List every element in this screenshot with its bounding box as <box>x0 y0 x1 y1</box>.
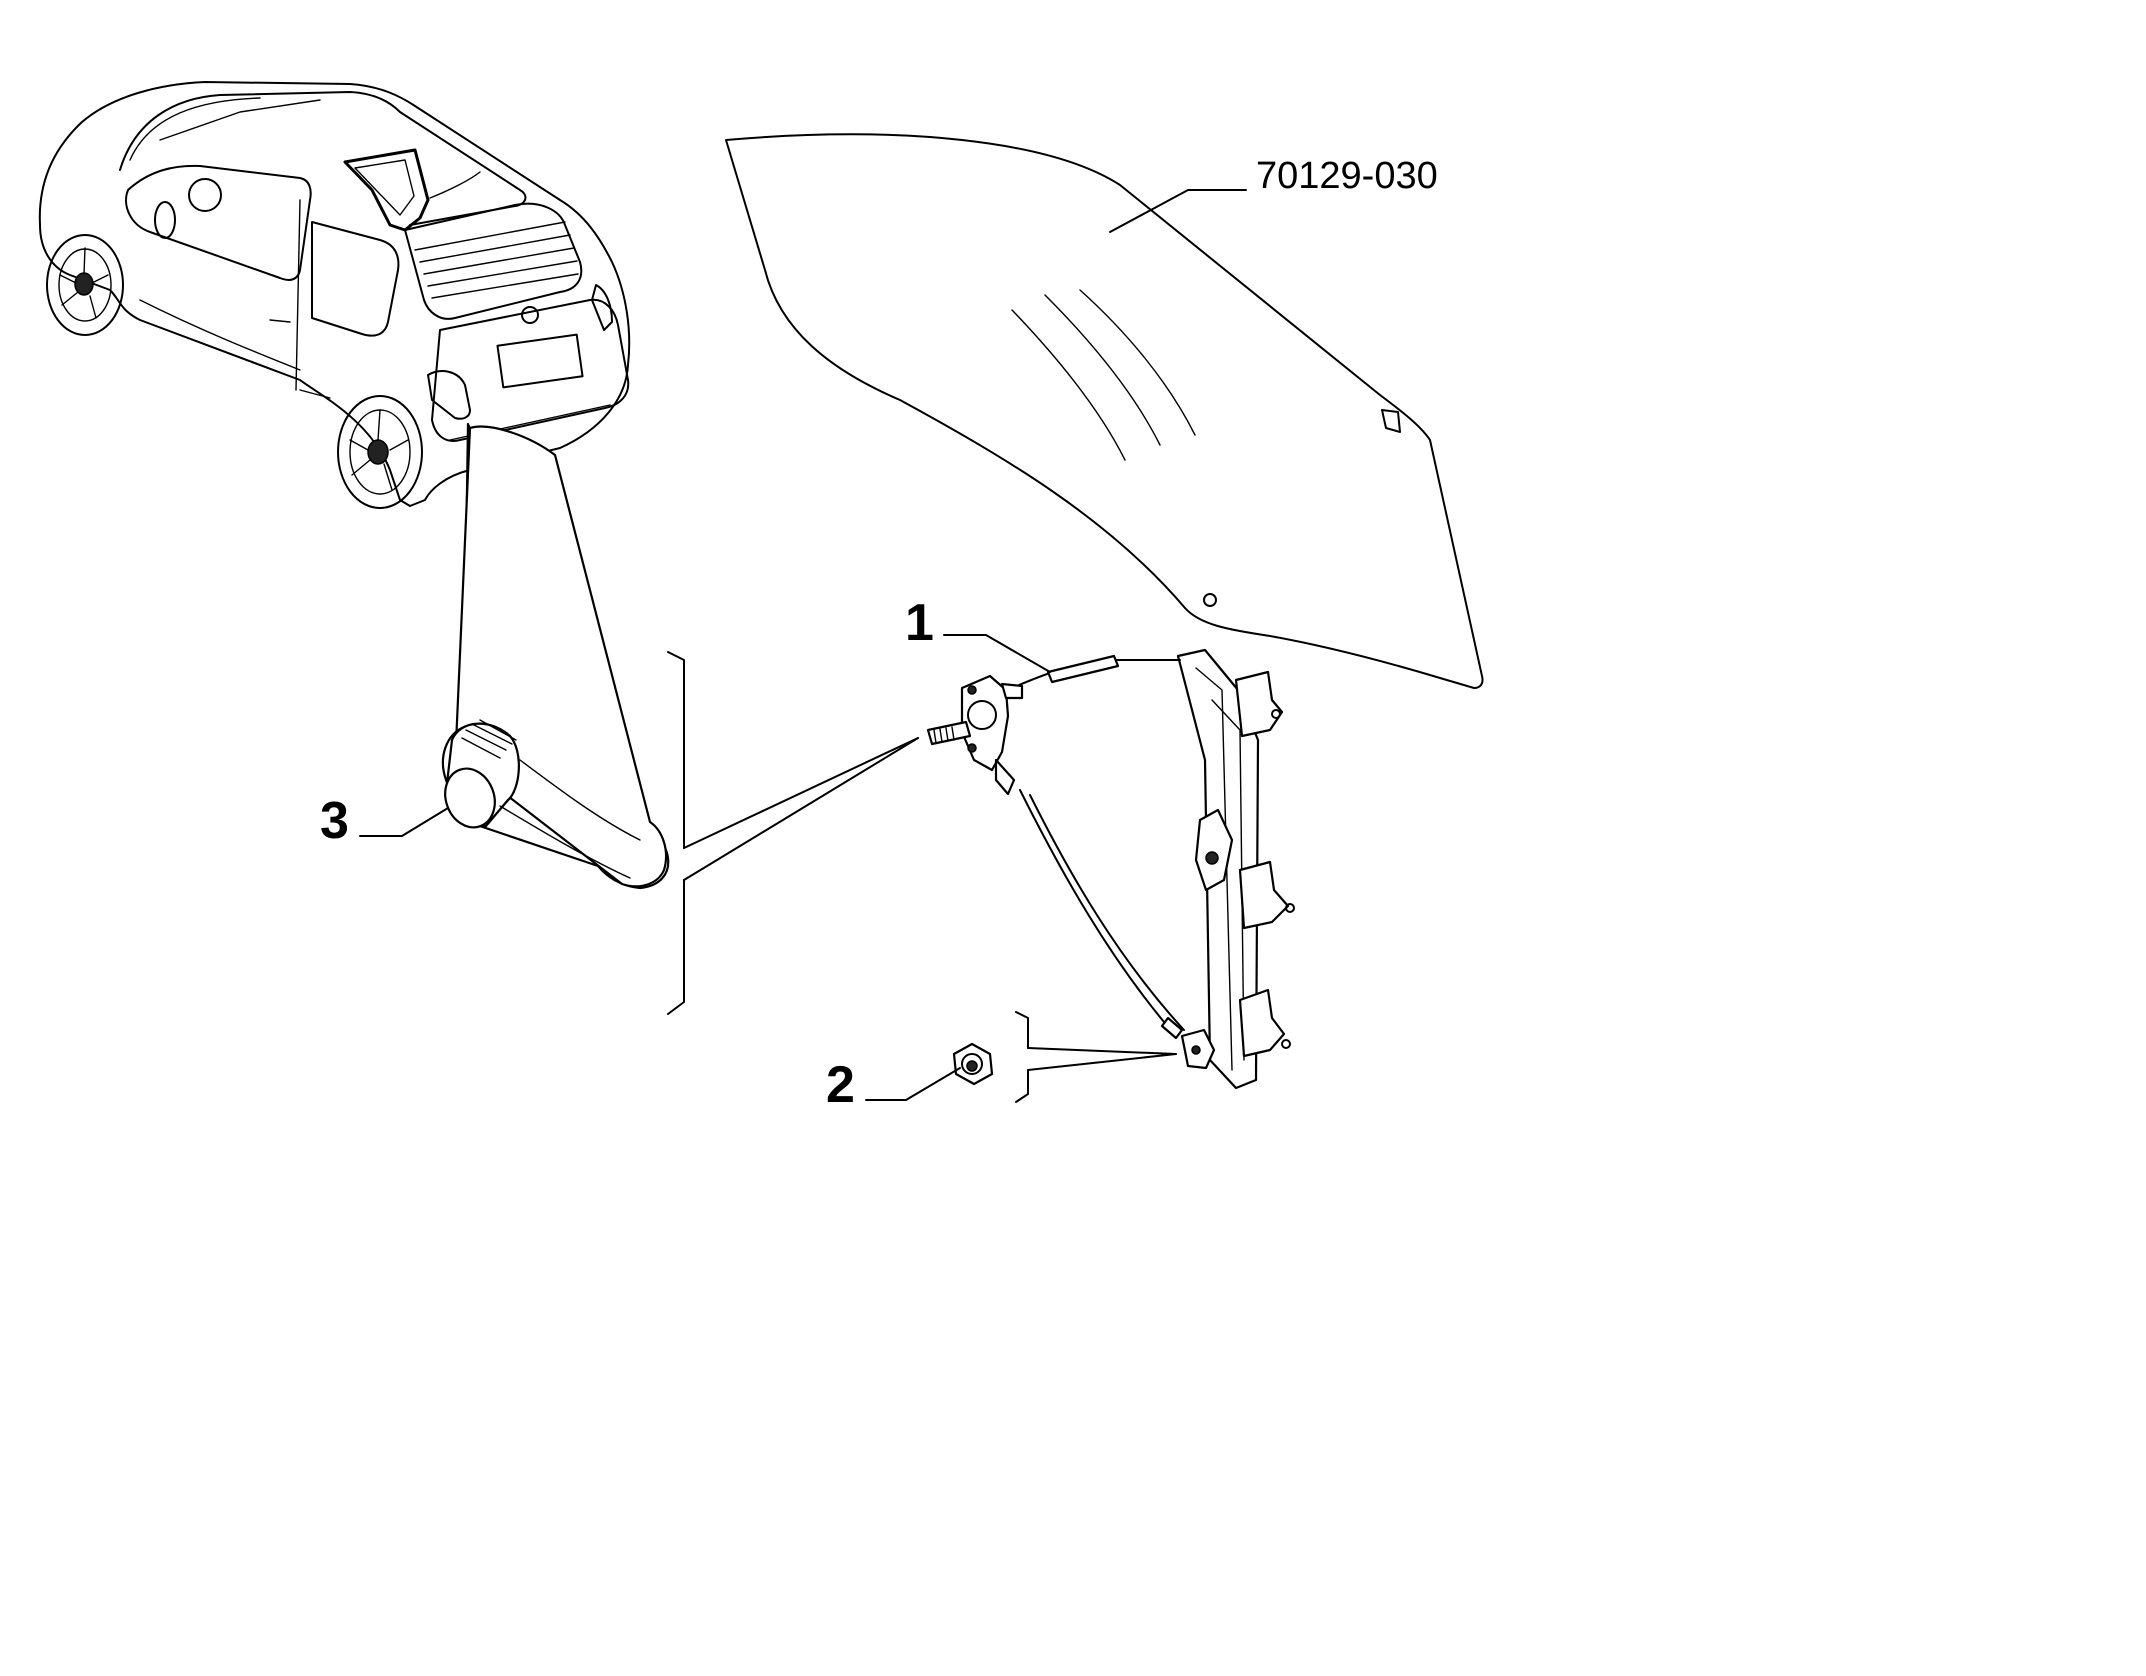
callout-3: 3 <box>320 792 349 850</box>
reference-code-label: 70129-030 <box>1256 155 1438 197</box>
parts-diagram: 70129-030 1 2 3 <box>38 81 1484 1114</box>
callout-1: 1 <box>905 594 934 652</box>
window-crank-handle <box>441 422 670 890</box>
callout-2: 2 <box>826 1056 855 1114</box>
leader-line-glass <box>1109 189 1247 233</box>
nut <box>952 1042 994 1086</box>
leader-line-3 <box>359 807 449 837</box>
nut-bracket <box>1015 1011 1177 1103</box>
door-glass <box>725 133 1484 689</box>
vehicle-locator-illustration <box>38 81 631 509</box>
handle-bracket <box>667 651 919 1015</box>
window-regulator <box>926 648 1295 1090</box>
leader-line-2 <box>865 1067 961 1101</box>
leader-line-1 <box>943 634 1051 673</box>
